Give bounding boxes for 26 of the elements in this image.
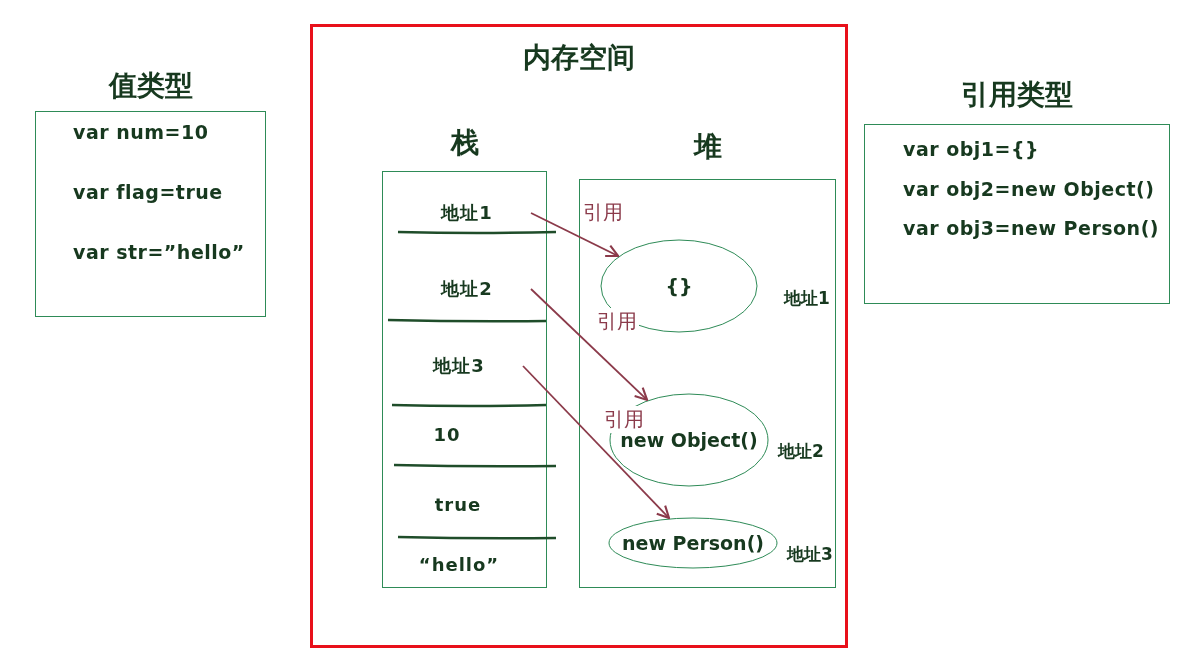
- stack-value: 10: [385, 416, 509, 452]
- memory-frame: [310, 24, 848, 648]
- address-label: 地址2: [778, 440, 824, 463]
- heap-object-text: new Person(): [622, 532, 764, 554]
- stack-value: 地址2: [403, 271, 531, 307]
- arrow: [522, 365, 671, 520]
- column-heading: 堆: [692, 129, 723, 165]
- stack-value: 地址1: [403, 196, 531, 230]
- stack-value: “hello”: [385, 546, 533, 582]
- heap-object-text: {}: [665, 275, 693, 297]
- arrow: [530, 212, 620, 258]
- code-line: var obj3=new Person(): [903, 217, 1159, 239]
- code-line: var num=10: [73, 121, 209, 143]
- code-line: var obj2=new Object(): [903, 178, 1155, 200]
- frame-heading: 内存空间: [522, 40, 636, 76]
- address-label: 地址3: [787, 543, 833, 566]
- code-line: var flag=true: [73, 181, 223, 203]
- address-label: 地址1: [784, 287, 830, 310]
- stack-value: 地址3: [395, 348, 523, 384]
- code-line: var str=”hello”: [73, 241, 245, 263]
- column-heading: 栈: [449, 125, 480, 161]
- arrow: [530, 288, 649, 401]
- code-line: var obj1={}: [903, 138, 1040, 160]
- panel-heading: 引用类型: [960, 77, 1074, 113]
- stack-value: true: [385, 486, 531, 522]
- panel-heading: 值类型: [107, 68, 194, 104]
